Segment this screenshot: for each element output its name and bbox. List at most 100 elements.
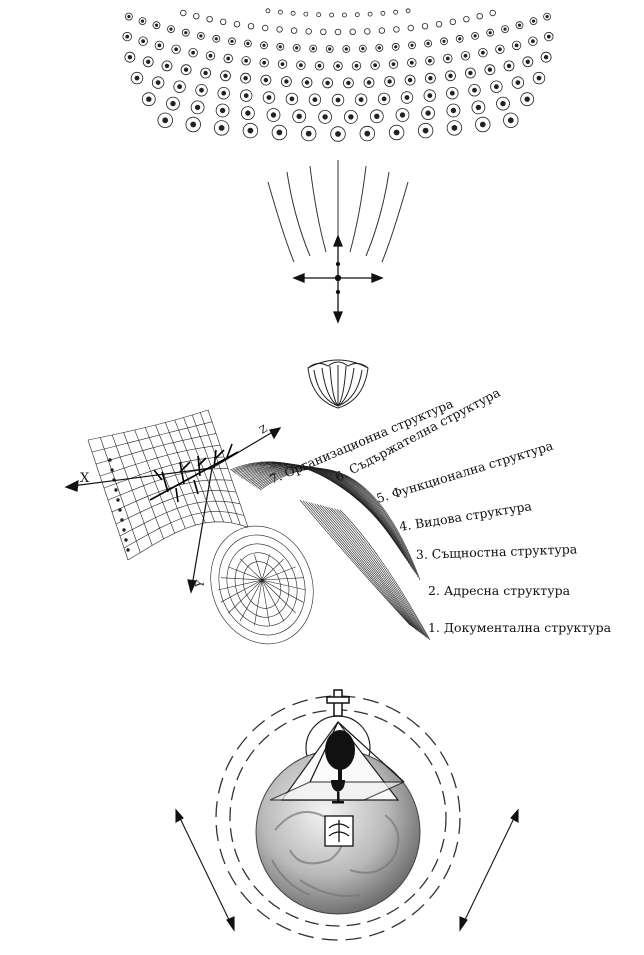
decor-dot-core: [446, 57, 449, 60]
decor-dot-core: [525, 97, 530, 102]
decor-dot-core: [178, 85, 182, 89]
decor-dot-core: [464, 54, 467, 57]
decor-dot: [450, 19, 456, 25]
decor-dot-core: [184, 68, 188, 72]
decor-dot-core: [306, 131, 311, 136]
decor-dot: [477, 13, 483, 19]
decor-dot-core: [395, 46, 397, 48]
decor-dot-core: [263, 61, 266, 64]
decor-dot: [248, 23, 254, 29]
structure-label-7: 7. Организационна структура: [267, 395, 456, 486]
mesh-node: [125, 539, 128, 542]
decor-dot-core: [326, 81, 330, 85]
decor-dot-core: [271, 113, 276, 118]
decor-dot: [291, 11, 295, 15]
decor-dot-core: [476, 105, 481, 110]
decor-dot-core: [532, 20, 534, 22]
decor-dot: [234, 21, 240, 27]
decor-dot-core: [374, 64, 377, 67]
decor-dot-core: [128, 55, 132, 59]
dot-arc-field: [123, 9, 553, 142]
decor-dot: [368, 12, 372, 16]
decor-dot-core: [449, 74, 453, 78]
decor-dot-core: [388, 80, 392, 84]
decor-dot: [335, 29, 341, 35]
decor-dot: [278, 10, 282, 14]
decor-dot-core: [544, 55, 548, 59]
decor-dot: [394, 10, 398, 14]
decor-dot-core: [375, 114, 380, 119]
decor-dot-core: [204, 71, 208, 75]
decor-dot-core: [267, 96, 271, 100]
decor-dot: [408, 25, 414, 31]
mesh-line: [228, 580, 262, 613]
decor-dot-core: [428, 94, 432, 98]
decor-dot-core: [481, 51, 484, 54]
decor-dot-core: [516, 81, 520, 85]
decor-dot-core: [362, 47, 364, 49]
decor-dot: [436, 21, 442, 27]
decor-dot-core: [337, 65, 340, 68]
shell-icon: [308, 360, 368, 408]
decor-dot-core: [146, 60, 150, 64]
mesh-node: [121, 519, 124, 522]
mesh-loop: [216, 534, 309, 636]
decor-dot-core: [171, 101, 176, 106]
mesh-curve: [306, 501, 413, 627]
structure-label-1: 1. Документална структура: [428, 620, 612, 635]
decor-dot: [464, 16, 470, 22]
decor-dot: [207, 16, 213, 22]
decor-dot-core: [473, 88, 477, 92]
decor-dot-core: [279, 46, 281, 48]
decor-dot: [394, 27, 400, 33]
decor-dot-core: [247, 42, 249, 44]
decor-dot: [181, 10, 187, 16]
decor-dot-core: [450, 91, 454, 95]
decor-dot-core: [359, 98, 363, 102]
axis-y-label: Y: [193, 578, 207, 589]
decor-dot-core: [195, 105, 200, 110]
decor-dot-core: [347, 81, 351, 85]
decor-dot: [406, 9, 410, 13]
decor-dot-core: [246, 111, 251, 116]
decor-dot-core: [147, 97, 152, 102]
decor-dot-core: [515, 44, 518, 47]
decor-dot-core: [170, 28, 172, 30]
decor-dot-core: [426, 111, 431, 116]
axis-x-label: X: [80, 471, 90, 486]
decor-dot: [342, 13, 346, 17]
decor-dot-core: [408, 78, 412, 82]
decor-dot-core: [219, 125, 224, 130]
decor-dot: [365, 29, 371, 35]
decor-dot-core: [469, 71, 473, 75]
decor-dot-core: [498, 48, 501, 51]
decor-dot: [355, 13, 359, 17]
decor-dot-core: [507, 64, 511, 68]
decor-dot-core: [405, 96, 409, 100]
decor-dot: [321, 29, 327, 35]
mesh-node: [111, 469, 114, 472]
decor-dot-core: [192, 51, 195, 54]
mesh-curve: [92, 422, 212, 452]
decor-dot-core: [222, 91, 226, 95]
decor-dot-core: [290, 97, 294, 101]
decor-dot-core: [459, 38, 461, 40]
mesh-node: [123, 529, 126, 532]
decor-dot-core: [128, 15, 130, 17]
decor-dot-core: [141, 20, 143, 22]
decor-dot-core: [244, 94, 248, 98]
decor-dot-core: [312, 47, 314, 49]
mesh-node: [115, 489, 118, 492]
decor-dot-core: [126, 35, 129, 38]
decor-dot: [262, 25, 268, 31]
decor-dot: [379, 28, 385, 34]
decor-dot-core: [277, 130, 282, 135]
decor-dot-core: [489, 32, 491, 34]
decor-dot-core: [285, 80, 289, 84]
decor-dot-core: [480, 122, 485, 127]
mesh-line: [262, 580, 306, 590]
decor-dot-core: [494, 85, 498, 89]
decor-dot-core: [245, 59, 248, 62]
decor-dot-core: [165, 64, 169, 68]
mesh-loop: [237, 556, 287, 613]
